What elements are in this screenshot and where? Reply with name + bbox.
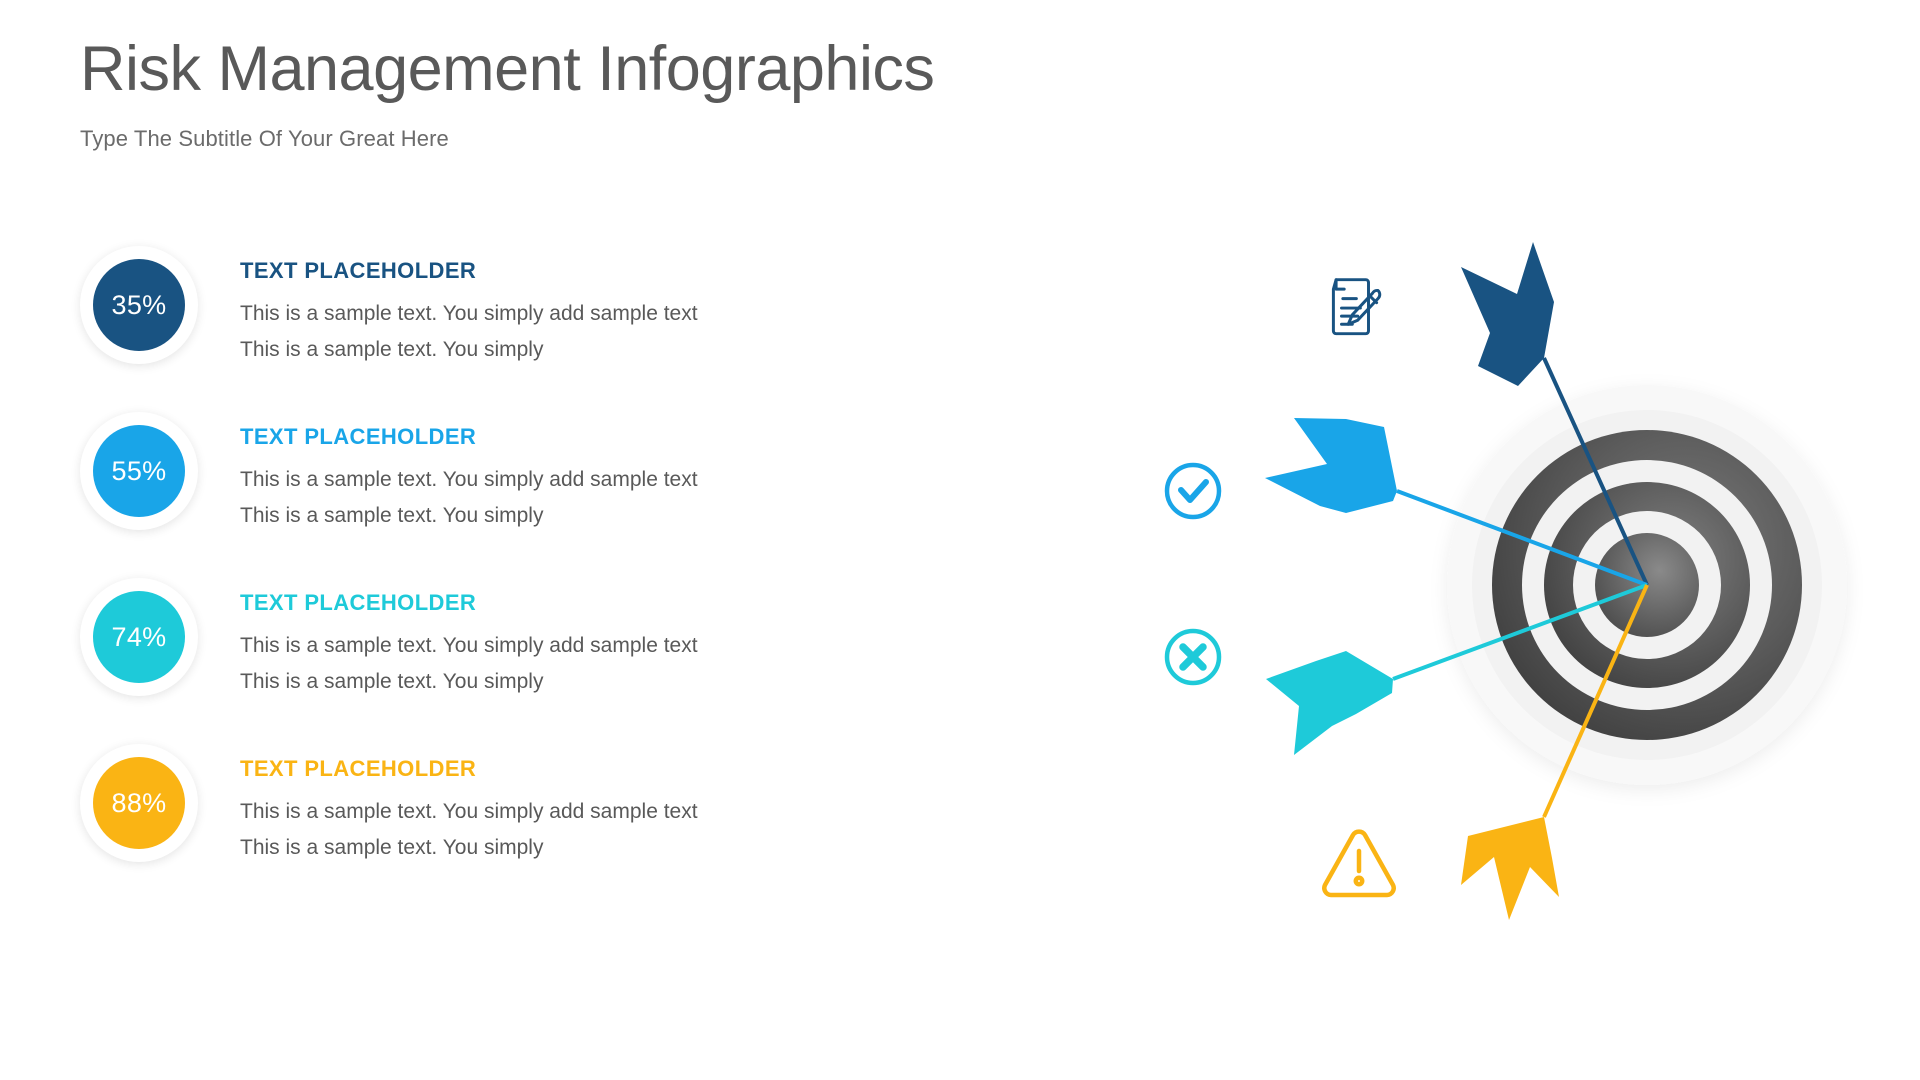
page-title: Risk Management Infographics bbox=[80, 34, 935, 104]
percent-badge: 74% bbox=[80, 578, 198, 696]
document-pencil-icon bbox=[1331, 278, 1382, 336]
risk-item-title: TEXT PLACEHOLDER bbox=[240, 424, 477, 449]
risk-item-description: This is a sample text. You simply add sa… bbox=[240, 634, 698, 694]
target-with-arrows-graphic bbox=[1150, 195, 1920, 1055]
risk-item[interactable]: 35% TEXT PLACEHOLDER This is a sample te… bbox=[80, 246, 780, 412]
check-circle-icon bbox=[1164, 462, 1222, 520]
percent-badge: 35% bbox=[80, 246, 198, 364]
arrow-cyan bbox=[1266, 583, 1648, 755]
risk-item-title: TEXT PLACEHOLDER bbox=[240, 590, 477, 615]
risk-item-body: TEXT PLACEHOLDER This is a sample text. … bbox=[240, 258, 760, 368]
risk-item-body: TEXT PLACEHOLDER This is a sample text. … bbox=[240, 590, 760, 700]
risk-item[interactable]: 74% TEXT PLACEHOLDER This is a sample te… bbox=[80, 578, 780, 744]
risk-item-description: This is a sample text. You simply add sa… bbox=[240, 468, 698, 528]
page-header: Risk Management Infographics Type The Su… bbox=[80, 36, 1180, 152]
percent-badge: 88% bbox=[80, 744, 198, 862]
x-circle-icon bbox=[1164, 628, 1222, 686]
arrow-dark-blue bbox=[1461, 242, 1649, 586]
arrow-blue bbox=[1265, 418, 1648, 587]
page-subtitle: Type The Subtitle Of Your Great Here bbox=[80, 126, 449, 152]
warning-triangle-icon bbox=[1322, 829, 1396, 898]
risk-item-description: This is a sample text. You simply add sa… bbox=[240, 800, 698, 860]
percent-circle-1: 35% bbox=[93, 259, 185, 351]
risk-item-description: This is a sample text. You simply add sa… bbox=[240, 302, 698, 362]
arrow-yellow bbox=[1461, 584, 1649, 920]
percent-circle-4: 88% bbox=[93, 757, 185, 849]
risk-item[interactable]: 88% TEXT PLACEHOLDER This is a sample te… bbox=[80, 744, 780, 910]
risk-item[interactable]: 55% TEXT PLACEHOLDER This is a sample te… bbox=[80, 412, 780, 578]
risk-item-body: TEXT PLACEHOLDER This is a sample text. … bbox=[240, 756, 760, 866]
percent-circle-3: 74% bbox=[93, 591, 185, 683]
risk-item-list: 35% TEXT PLACEHOLDER This is a sample te… bbox=[80, 246, 780, 910]
percent-circle-2: 55% bbox=[93, 425, 185, 517]
risk-item-title: TEXT PLACEHOLDER bbox=[240, 756, 477, 781]
percent-badge: 55% bbox=[80, 412, 198, 530]
risk-item-title: TEXT PLACEHOLDER bbox=[240, 258, 477, 283]
risk-item-body: TEXT PLACEHOLDER This is a sample text. … bbox=[240, 424, 760, 534]
